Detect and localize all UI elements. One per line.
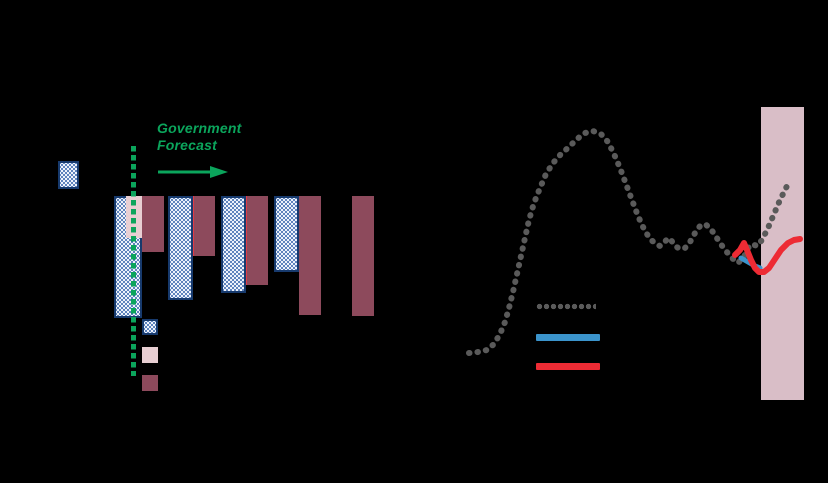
right-line-chart-panel (414, 0, 828, 483)
bar-maroon-g1 (142, 196, 164, 252)
line-chart-svg (466, 127, 803, 356)
bar-maroon-g2 (193, 196, 215, 256)
legend-marker-gray-dotted (536, 303, 596, 310)
bar-maroon-g3 (246, 196, 268, 285)
legend-swatch-light-pink (142, 347, 158, 363)
forecast-annotation-line1: Government (157, 120, 242, 136)
bar-maroon-g5 (352, 196, 374, 316)
left-bar-chart-panel: Government Forecast (58, 120, 374, 391)
legend-swatch-maroon (142, 375, 158, 391)
standalone-hatched-blue-swatch (58, 161, 79, 189)
series-red-solid (732, 236, 803, 275)
recession-band (761, 107, 804, 400)
bar-blue-g2 (168, 196, 193, 300)
forecast-annotation-line2: Forecast (157, 137, 217, 153)
bar-blue-g4 (274, 196, 299, 272)
bar-blue-g3 (221, 196, 246, 293)
right-arrow-icon (158, 166, 228, 178)
forecast-annotation: Government Forecast (157, 120, 307, 154)
legend-swatch-hatched-blue (142, 319, 158, 335)
legend-marker-blue-line (536, 334, 600, 341)
legend-marker-red-line (536, 363, 600, 370)
bar-maroon-g4 (299, 196, 321, 315)
forecast-divider-line (131, 146, 136, 376)
